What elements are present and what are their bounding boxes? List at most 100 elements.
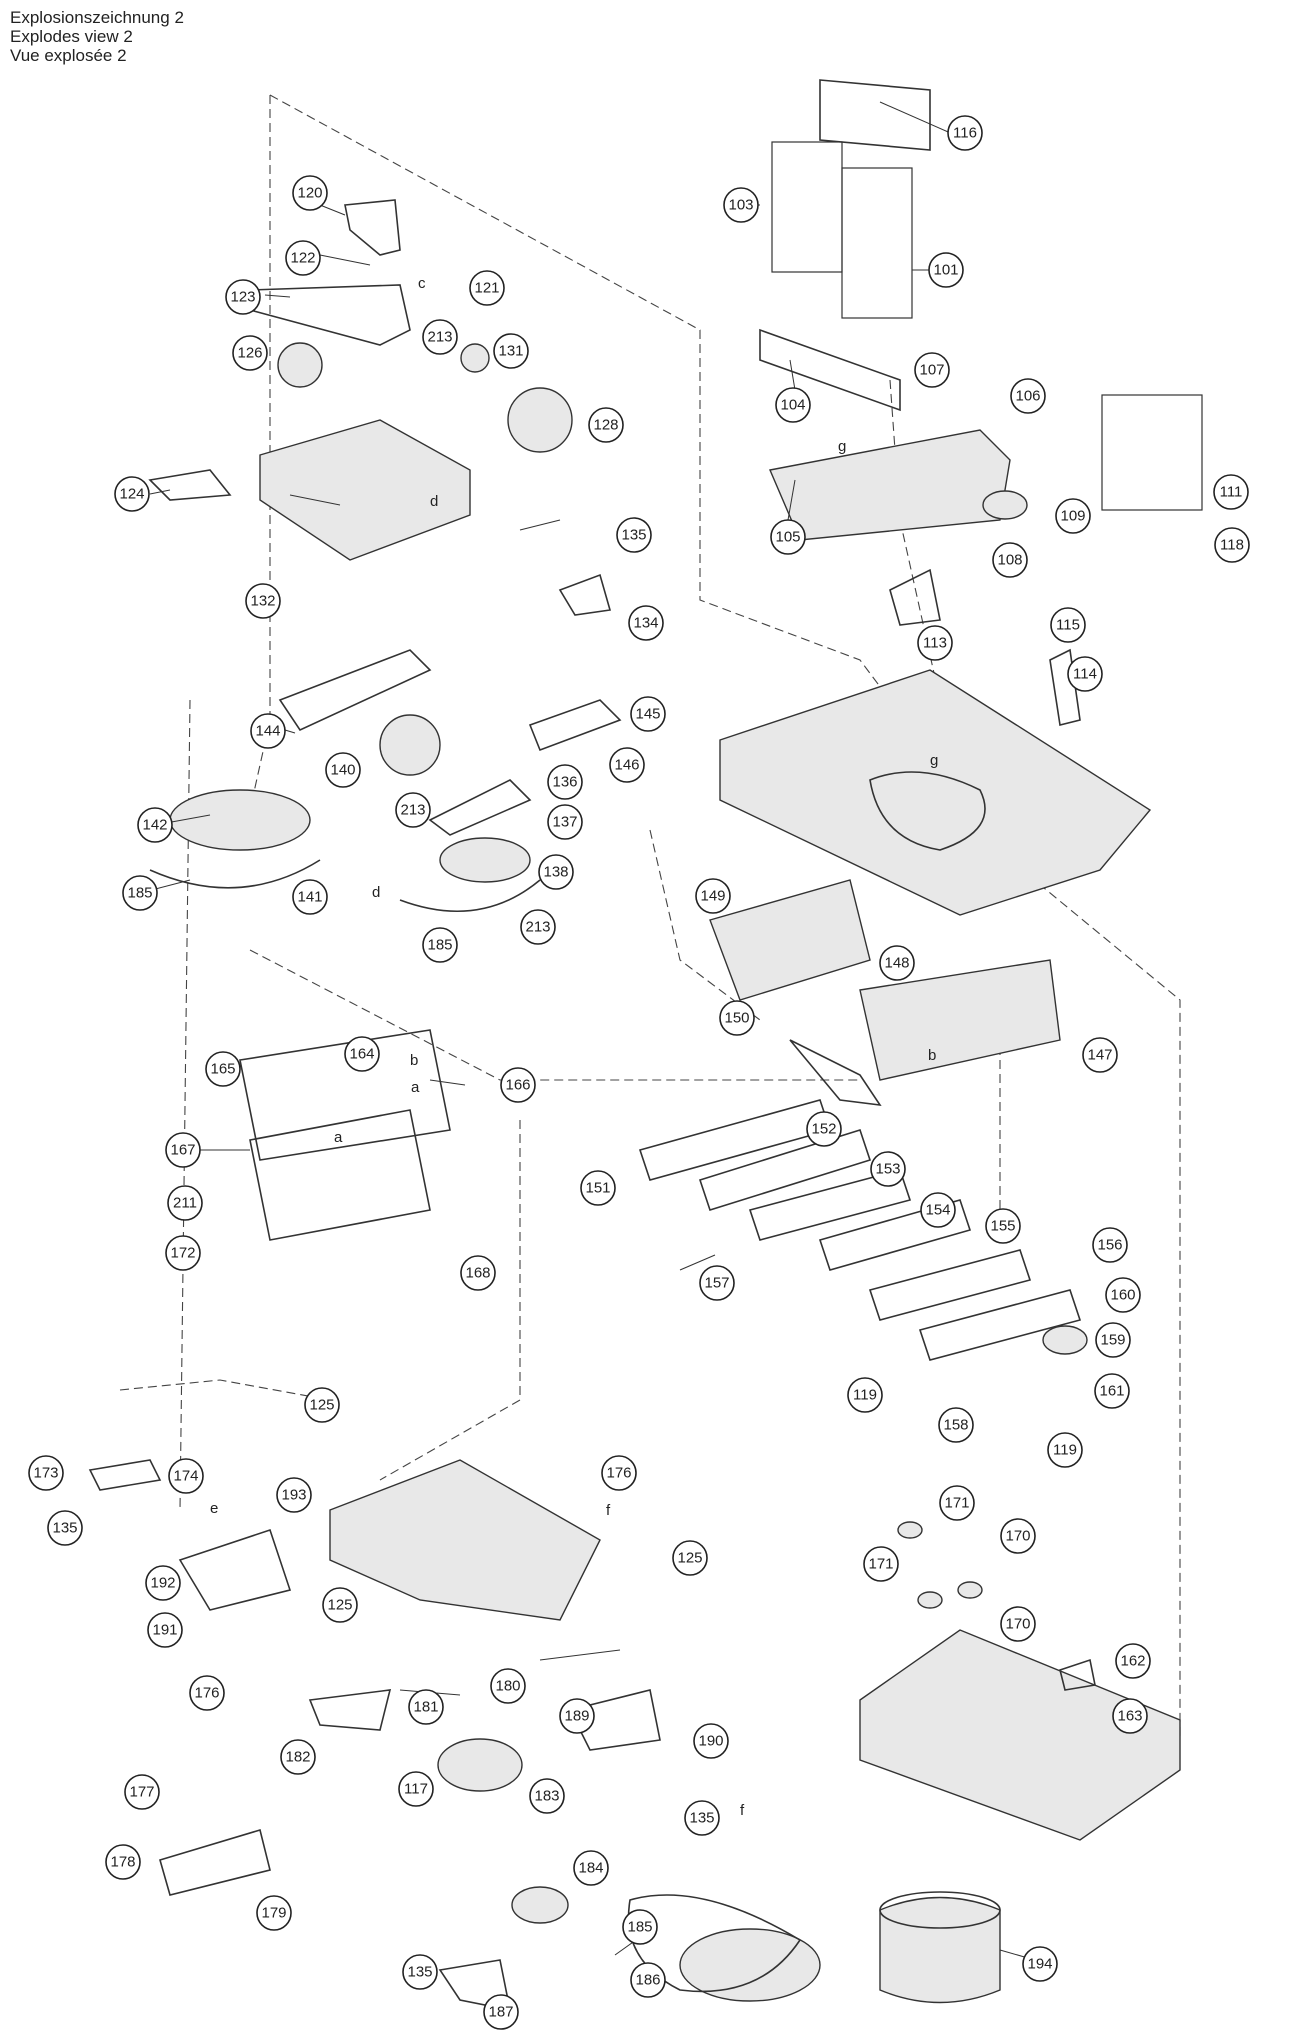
callout-116: 116 — [947, 115, 983, 151]
svg-text:159: 159 — [1100, 1332, 1125, 1349]
ref-letter-g-lower: g — [930, 752, 938, 769]
pulley-131 — [460, 343, 490, 373]
callout-186: 186 — [630, 1962, 666, 1998]
callout-168: 168 — [460, 1255, 496, 1291]
pulley-183 — [437, 1738, 523, 1792]
callout-134: 134 — [628, 605, 664, 641]
svg-text:117: 117 — [404, 1781, 428, 1798]
svg-text:120: 120 — [297, 185, 322, 202]
pulley-170-a — [897, 1521, 923, 1539]
svg-text:185: 185 — [627, 1919, 652, 1936]
callout-170-upper: 170 — [1000, 1518, 1036, 1554]
ref-letter-f-lower: f — [740, 1802, 745, 1819]
svg-text:156: 156 — [1097, 1237, 1122, 1254]
callout-135-right: 135 — [684, 1800, 720, 1836]
svg-text:186: 186 — [635, 1972, 660, 1989]
callout-213-middle: 213 — [395, 792, 431, 828]
svg-text:181: 181 — [413, 1699, 438, 1716]
callout-185-upper-left: 185 — [122, 875, 158, 911]
callout-119-left: 119 — [847, 1377, 883, 1413]
part-callouts: 101 103 104 105 106 107 108 109 111 113 … — [28, 115, 1250, 2030]
callout-172: 172 — [165, 1235, 201, 1271]
svg-text:114: 114 — [1073, 666, 1097, 683]
svg-text:187: 187 — [488, 2004, 513, 2021]
callout-158: 158 — [938, 1407, 974, 1443]
svg-text:213: 213 — [525, 919, 550, 936]
lower-plate — [329, 1459, 601, 1621]
callout-183: 183 — [529, 1778, 565, 1814]
svg-text:123: 123 — [230, 289, 255, 306]
lever-113 — [889, 568, 941, 626]
group-box-101 — [841, 167, 913, 319]
bracket-116 — [819, 79, 931, 151]
slider-144 — [278, 649, 432, 732]
svg-text:116: 116 — [953, 125, 977, 142]
callout-113: 113 — [917, 625, 953, 661]
lever-189 — [568, 1689, 661, 1751]
callout-146: 146 — [609, 747, 645, 783]
callout-135-upper: 135 — [616, 517, 652, 553]
callout-138: 138 — [538, 854, 574, 890]
svg-text:176: 176 — [606, 1465, 631, 1482]
belt-185-upper — [149, 859, 541, 913]
slider-155 — [868, 1249, 1032, 1321]
lever-178 — [159, 1828, 271, 1896]
base-chassis — [859, 1629, 1181, 1841]
svg-text:158: 158 — [943, 1417, 968, 1434]
svg-text:125: 125 — [309, 1397, 334, 1414]
svg-text:192: 192 — [150, 1575, 175, 1592]
lever-145 — [528, 699, 622, 752]
plate-105 — [769, 429, 1011, 541]
lever-124 — [148, 469, 232, 501]
svg-text:105: 105 — [775, 529, 800, 546]
callout-148: 148 — [879, 945, 915, 981]
ref-letter-f-upper: f — [606, 1502, 611, 1519]
callout-182: 182 — [280, 1739, 316, 1775]
callout-119-right: 119 — [1047, 1432, 1083, 1468]
bracket-104 — [759, 328, 901, 412]
callout-128: 128 — [588, 407, 624, 443]
pulley-170-c — [917, 1591, 943, 1609]
svg-text:167: 167 — [170, 1142, 195, 1159]
svg-text:163: 163 — [1117, 1708, 1142, 1725]
callout-178: 178 — [105, 1844, 141, 1880]
lever-192 — [178, 1528, 292, 1611]
callout-135-lower: 135 — [402, 1954, 438, 1990]
callout-121: 121 — [469, 270, 505, 306]
svg-text:190: 190 — [698, 1733, 723, 1750]
svg-text:155: 155 — [990, 1218, 1015, 1235]
svg-text:185: 185 — [427, 937, 452, 954]
callout-137: 137 — [547, 804, 583, 840]
callout-185-lower: 185 — [622, 1909, 658, 1945]
svg-text:136: 136 — [552, 774, 577, 791]
svg-text:191: 191 — [152, 1622, 177, 1639]
callout-176-lower: 176 — [189, 1675, 225, 1711]
svg-text:124: 124 — [119, 486, 144, 503]
svg-text:184: 184 — [578, 1860, 603, 1877]
svg-text:151: 151 — [585, 1180, 610, 1197]
callout-132: 132 — [245, 583, 281, 619]
callout-101: 101 — [928, 252, 964, 288]
diagram-title: Explosionszeichnung 2 Explodes view 2 Vu… — [10, 8, 184, 65]
svg-text:103: 103 — [728, 197, 753, 214]
svg-text:174: 174 — [173, 1468, 198, 1485]
belt-185-lower — [627, 1894, 802, 1993]
svg-text:134: 134 — [633, 615, 658, 632]
svg-text:164: 164 — [349, 1046, 374, 1063]
svg-text:135: 135 — [407, 1964, 432, 1981]
svg-text:176: 176 — [194, 1685, 219, 1702]
callout-171-lower: 171 — [863, 1546, 899, 1582]
callout-167: 167 — [165, 1132, 201, 1168]
callout-147: 147 — [1082, 1037, 1118, 1073]
svg-text:152: 152 — [811, 1121, 836, 1138]
ref-letter-d-lower: d — [372, 884, 380, 901]
plate-123 — [259, 419, 471, 561]
svg-text:185: 185 — [127, 885, 152, 902]
flywheel-142 — [169, 789, 311, 851]
svg-text:132: 132 — [250, 593, 275, 610]
svg-text:111: 111 — [1220, 484, 1243, 501]
motor-108 — [982, 490, 1028, 520]
callout-126: 126 — [232, 335, 268, 371]
svg-text:122: 122 — [290, 250, 315, 267]
